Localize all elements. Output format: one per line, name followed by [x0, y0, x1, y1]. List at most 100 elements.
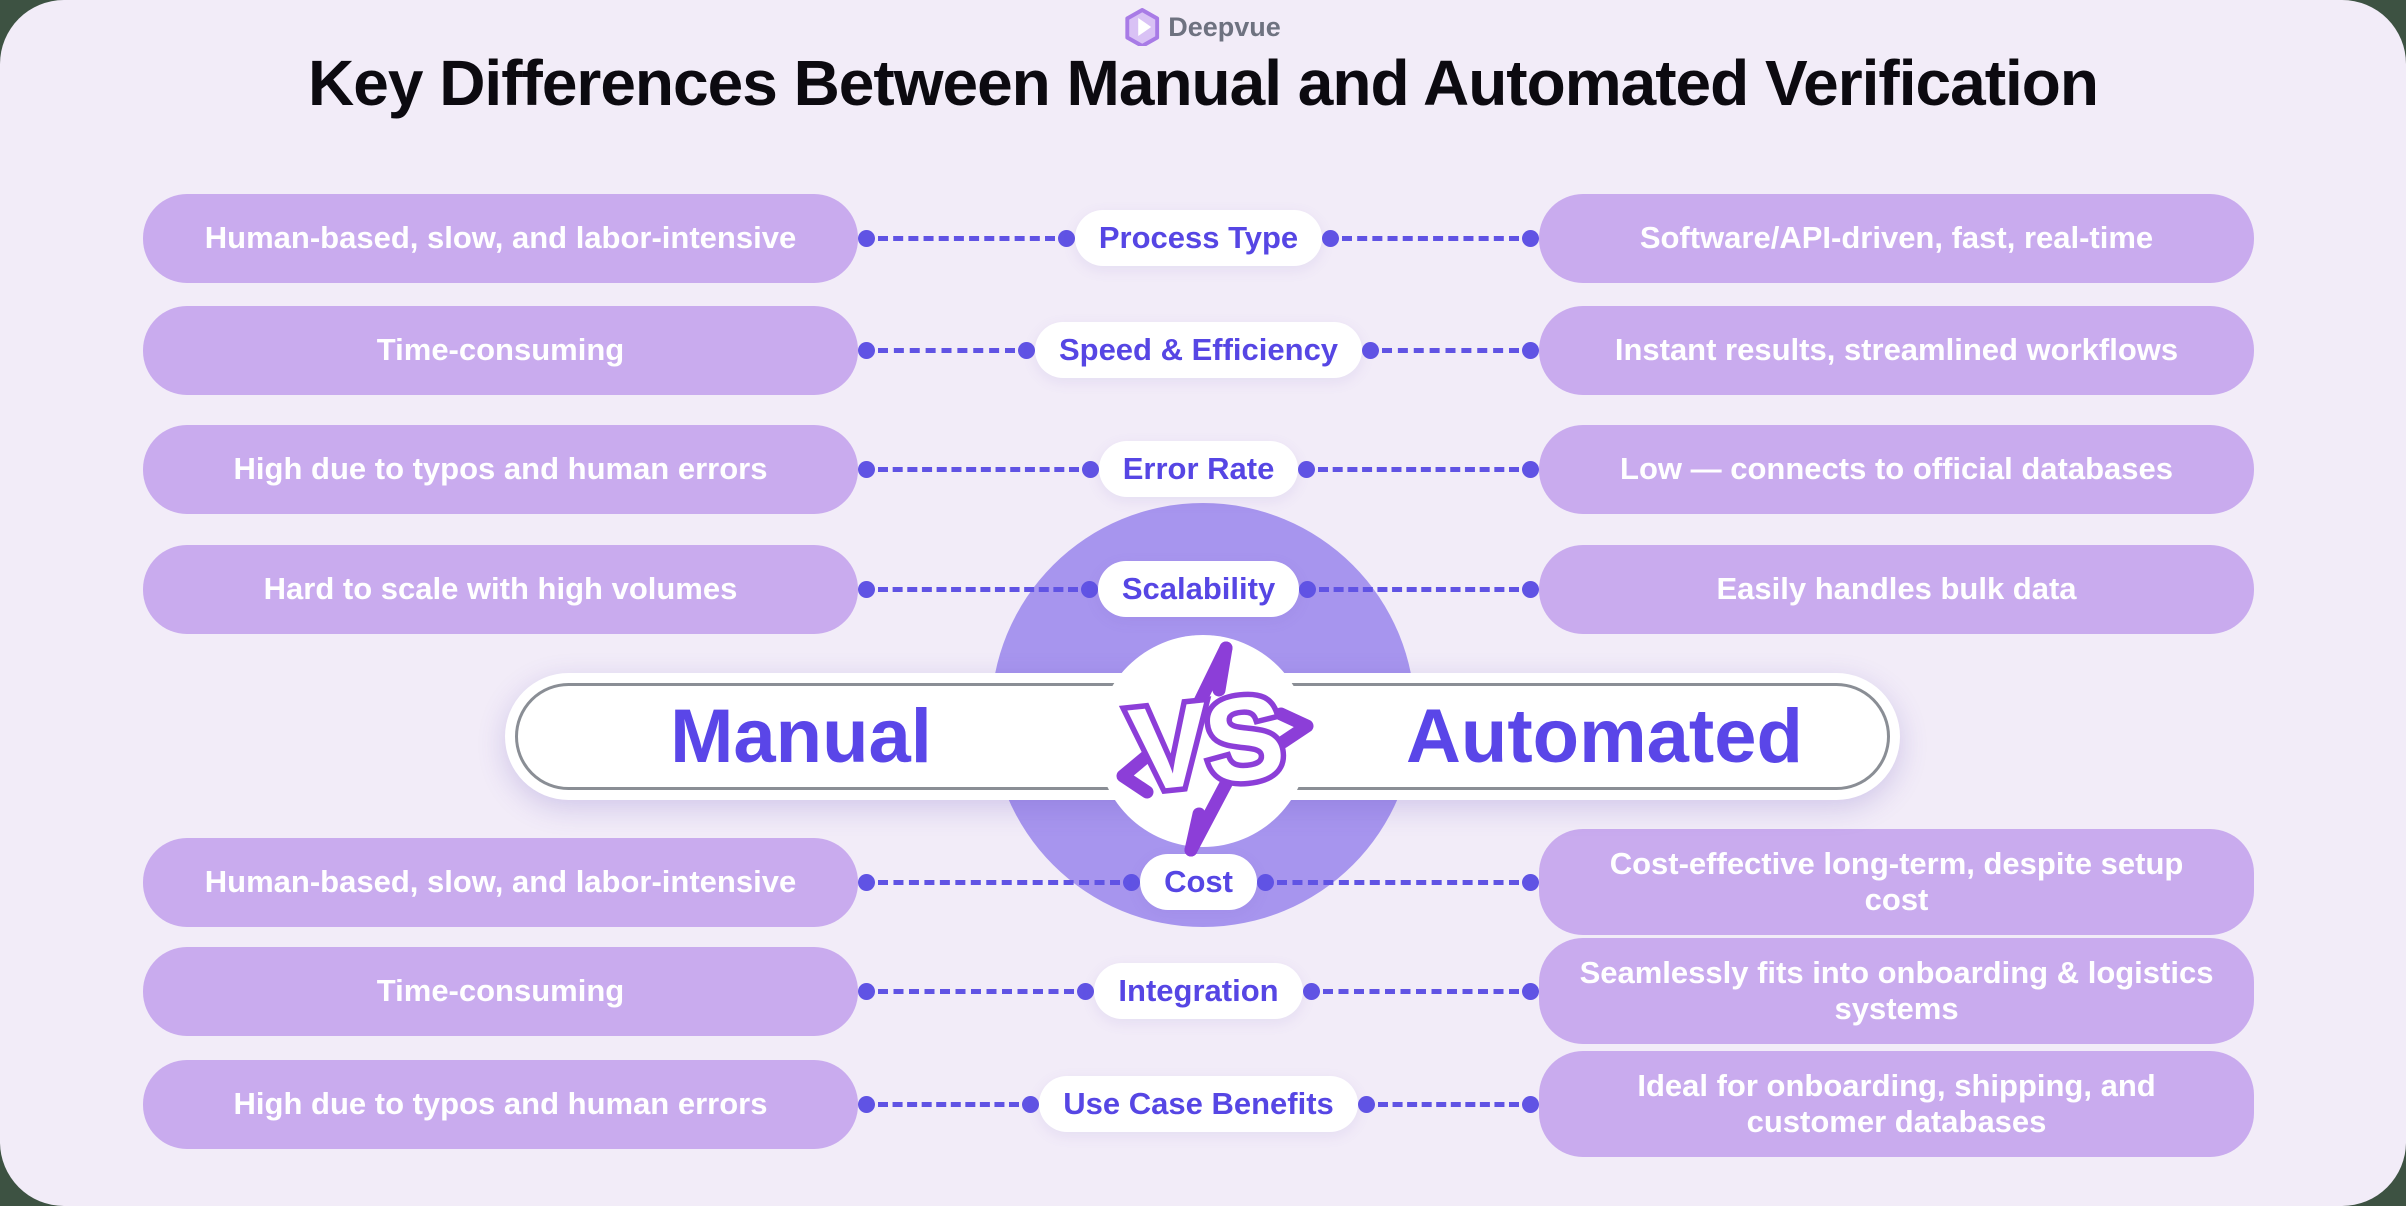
connector-left: [858, 873, 1141, 891]
connector-dot: [1081, 460, 1099, 478]
connector-dot: [1299, 580, 1317, 598]
manual-point-pill: Human-based, slow, and labor-intensive: [143, 193, 858, 283]
comparison-row-integration: Time-consuming Integration Seamlessly fi…: [143, 936, 2255, 1046]
connector-left: [858, 982, 1095, 1000]
connector-left: [858, 1095, 1040, 1113]
connector-left: [858, 580, 1098, 598]
brand-name: Deepvue: [1168, 11, 1281, 42]
manual-point-text: High due to typos and human errors: [233, 451, 768, 487]
connector-dot: [1522, 341, 1539, 359]
category-label: Use Case Benefits: [1039, 1076, 1358, 1132]
category-label: Speed & Efficiency: [1034, 322, 1363, 378]
comparison-row-process-type: Human-based, slow, and labor-intensive P…: [143, 183, 2254, 293]
manual-point-pill: Hard to scale with high volumes: [143, 544, 858, 634]
category-label: Error Rate: [1098, 441, 1299, 497]
connector-dashes: [1342, 235, 1519, 241]
connector-right: [1362, 341, 1539, 359]
connector-dashes: [878, 1101, 1020, 1107]
vs-bolt-icon: VS: [1116, 641, 1314, 857]
connector-left: [858, 460, 1099, 478]
automated-point-text: Easily handles bulk data: [1716, 571, 2077, 607]
manual-point-text: Hard to scale with high volumes: [263, 571, 738, 607]
manual-point-pill: High due to typos and human errors: [143, 1059, 858, 1149]
connector-dot: [1080, 580, 1098, 598]
category-label: Integration: [1094, 963, 1303, 1019]
connector-dot: [1522, 580, 1540, 598]
comparison-row-cost: Human-based, slow, and labor-intensive C…: [143, 827, 2255, 937]
connector-dot: [1017, 341, 1035, 359]
connector-right: [1256, 873, 1540, 891]
automated-point-pill: Software/API-driven, fast, real-time: [1539, 193, 2254, 283]
automated-point-pill: Ideal for onboarding, shipping, and cust…: [1539, 1051, 2255, 1157]
connector-dot: [1123, 873, 1141, 891]
automated-point-pill: Low — connects to official databases: [1539, 424, 2255, 514]
connector-dot: [1522, 1095, 1540, 1113]
automated-point-text: Ideal for onboarding, shipping, and cust…: [1637, 1068, 2156, 1139]
category-label: Process Type: [1074, 210, 1323, 266]
connector-dot: [1302, 982, 1320, 1000]
manual-point-pill: Time-consuming: [143, 946, 858, 1036]
automated-point-pill: Instant results, streamlined workflows: [1539, 305, 2254, 395]
connector-dot: [858, 1095, 875, 1113]
connector-dashes: [878, 466, 1079, 472]
automated-point-text: Software/API-driven, fast, real-time: [1639, 220, 2154, 256]
connector-dashes: [878, 347, 1015, 353]
automated-point-text: Instant results, streamlined workflows: [1614, 332, 2179, 368]
comparison-row-error-rate: High due to typos and human errors Error…: [143, 414, 2255, 524]
manual-point-text: Human-based, slow, and labor-intensive: [204, 220, 797, 256]
automated-point-text: Low — connects to official databases: [1620, 451, 2173, 487]
automated-point-text: Cost-effective long-term, despite setup …: [1609, 846, 2184, 917]
connector-dashes: [1319, 586, 1520, 592]
connector-dot: [858, 460, 875, 478]
connector-right: [1298, 460, 1540, 478]
connector-dot: [858, 341, 875, 359]
manual-point-text: Time-consuming: [376, 332, 625, 368]
connector-dot: [1298, 460, 1316, 478]
connector-dashes: [1377, 1101, 1520, 1107]
brand-logo: Deepvue: [1125, 8, 1281, 46]
connector-dashes: [878, 235, 1055, 241]
connector-dot: [858, 982, 875, 1000]
automated-point-pill: Cost-effective long-term, despite setup …: [1539, 829, 2255, 935]
connector-dot: [1362, 341, 1380, 359]
manual-point-text: High due to typos and human errors: [233, 1086, 768, 1122]
connector-right: [1299, 580, 1540, 598]
connector-dot: [1057, 229, 1075, 247]
manual-point-pill: High due to typos and human errors: [143, 424, 858, 514]
connector-dashes: [1318, 466, 1520, 472]
manual-point-pill: Human-based, slow, and labor-intensive: [143, 837, 858, 927]
connector-dashes: [878, 988, 1075, 994]
connector-dot: [1522, 982, 1540, 1000]
automated-title: Automated: [1406, 694, 1803, 779]
connector-dot: [1077, 982, 1095, 1000]
connector-dot: [1522, 229, 1539, 247]
connector-left: [858, 341, 1035, 359]
category-label: Scalability: [1097, 561, 1300, 617]
manual-point-pill: Time-consuming: [143, 305, 858, 395]
connector-dashes: [878, 586, 1078, 592]
manual-point-text: Time-consuming: [376, 973, 625, 1009]
connector-dot: [858, 229, 875, 247]
automated-point-text: Seamlessly fits into onboarding & logist…: [1579, 955, 2214, 1026]
connector-dot: [1322, 229, 1340, 247]
manual-title: Manual: [670, 694, 932, 779]
vs-text: VS: [1124, 670, 1287, 817]
connector-dot: [1357, 1095, 1375, 1113]
connector-left: [858, 229, 1075, 247]
connector-dot: [1522, 873, 1540, 891]
page-title: Key Differences Between Manual and Autom…: [308, 47, 2099, 119]
connector-dot: [1256, 873, 1274, 891]
connector-dashes: [1276, 879, 1520, 885]
connector-dashes: [1382, 347, 1519, 353]
category-label: Cost: [1140, 854, 1257, 910]
automated-point-pill: Easily handles bulk data: [1539, 544, 2255, 634]
connector-dot: [858, 873, 875, 891]
connector-dashes: [878, 879, 1121, 885]
connector-right: [1302, 982, 1540, 1000]
connector-dashes: [1322, 988, 1520, 994]
automated-point-pill: Seamlessly fits into onboarding & logist…: [1539, 938, 2255, 1044]
deepvue-hexagon-icon: [1125, 8, 1160, 46]
manual-point-text: Human-based, slow, and labor-intensive: [204, 864, 797, 900]
comparison-row-use-case: High due to typos and human errors Use C…: [143, 1049, 2255, 1159]
